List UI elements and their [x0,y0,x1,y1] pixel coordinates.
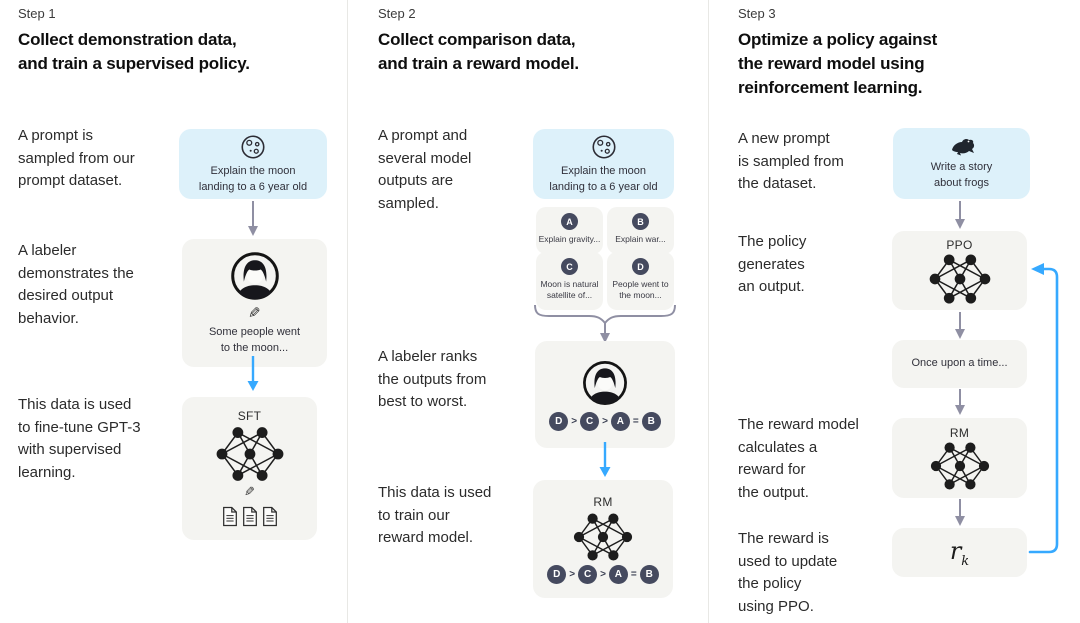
pencil-icon: ✎ [244,484,255,499]
down-arrow-blue [599,442,611,477]
step3-rm-card: RM [892,418,1027,498]
moon-icon [239,133,267,161]
step2-labeler-card: D > C > A = B [535,341,675,448]
rank-badge: B [639,564,659,584]
step3-title: Optimize a policy against the reward mod… [738,30,938,97]
output-text-c: Moon is natural satellite of... [540,279,599,301]
step1-prompt-card: Explain the moon landing to a 6 year old [179,129,327,199]
step1-title: Collect demonstration data, and train a … [18,30,250,73]
ranking-row: D > C > A = B [549,411,661,431]
step3-caption-prompt: A new prompt is sampled from the dataset… [738,130,844,192]
rank-badge: B [641,411,661,431]
output-card-b: B Explain war... [607,207,674,254]
column-divider [347,0,348,623]
step1-labeler-card: ✎ Some people went to the moon... [182,239,327,367]
step2-prompt-card: Explain the moon landing to a 6 year old [533,129,674,199]
letter-badge-b: B [632,213,649,230]
output-card-d: D People went to the moon... [607,252,674,310]
moon-icon [590,133,618,161]
rank-badge: C [578,564,598,584]
rm-label: RM [949,426,970,440]
down-arrow [955,499,965,526]
step1-labeler-text: Some people went to the moon... [208,325,301,354]
step1-sft-card: SFT ✎ [182,397,317,540]
step3-label: Step 3 [738,6,776,21]
rank-separator: > [571,415,578,427]
step3-caption-policy: The policy generates an output. [738,233,807,295]
step3-prompt-card: Write a story about frogs [893,128,1030,199]
down-arrow [955,201,965,229]
step2-label: Step 2 [378,6,416,21]
letter-badge-a: A [561,213,578,230]
step3-output-card: Once upon a time... [892,340,1027,388]
step3-ppo-card: PPO [892,231,1027,310]
rank-badge: D [549,411,569,431]
output-card-a: A Explain gravity... [536,207,603,254]
step2-caption-labeler: A labeler ranks the outputs from best to… [378,348,487,410]
neural-network-icon [215,426,285,482]
letter-badge-c: C [561,258,578,275]
rank-badge: A [610,411,630,431]
down-arrow-blue [247,356,259,391]
step3-caption-reward: The reward is used to update the policy … [738,530,838,615]
step2-caption-data: This data is used to train our reward mo… [378,484,492,546]
step2-rm-card: RM D > C > A = B [533,480,673,598]
letter-badge-d: D [632,258,649,275]
step3-prompt-text: Write a story about frogs [930,160,993,189]
step2-caption-prompt: A prompt and several model outputs are s… [378,127,472,212]
output-text-b: Explain war... [615,234,666,244]
step3-caption-rm: The reward model calculates a reward for… [738,416,859,501]
neural-network-icon [928,253,992,304]
brace-arrow [534,305,676,343]
step1-label: Step 1 [18,6,56,21]
pencil-icon: ✎ [248,304,261,322]
sft-label: SFT [237,409,262,423]
rank-badge: A [608,564,628,584]
rank-badge: D [547,564,567,584]
step1-prompt-text: Explain the moon landing to a 6 year old [198,164,308,193]
ranking-row: D > C > A = B [547,564,659,584]
step2-prompt-text: Explain the moon landing to a 6 year old [549,164,658,193]
down-arrow [955,389,965,415]
step3-reward-card: rk [892,528,1027,577]
frog-icon [949,136,975,156]
rank-separator: > [600,568,606,580]
rank-separator: > [602,415,608,427]
rm-label: RM [593,494,613,509]
down-arrow [955,312,965,339]
step3-output-text: Once upon a time... [911,357,1008,370]
output-text-a: Explain gravity... [538,234,601,244]
labeler-avatar-icon [229,250,281,302]
ppo-label: PPO [946,237,973,252]
down-arrow [248,201,258,236]
rank-separator: = [630,568,637,580]
documents-icon [221,505,279,528]
step1-caption-labeler: A labeler demonstrates the desired outpu… [18,242,134,327]
column-divider [708,0,709,623]
step1-caption-data: This data is used to fine-tune GPT-3 wit… [18,396,141,481]
neural-network-icon [929,442,991,490]
output-card-c: C Moon is natural satellite of... [536,252,603,310]
labeler-avatar-icon [581,359,629,407]
reward-symbol: rk [949,536,970,569]
rank-separator: > [569,568,576,580]
neural-network-icon [573,512,633,561]
step1-caption-prompt: A prompt is sampled from our prompt data… [18,127,135,189]
output-text-d: People went to the moon... [612,279,669,301]
rank-separator: = [632,415,639,427]
step2-title: Collect comparison data, and train a rew… [378,30,579,73]
rank-badge: C [580,411,600,431]
